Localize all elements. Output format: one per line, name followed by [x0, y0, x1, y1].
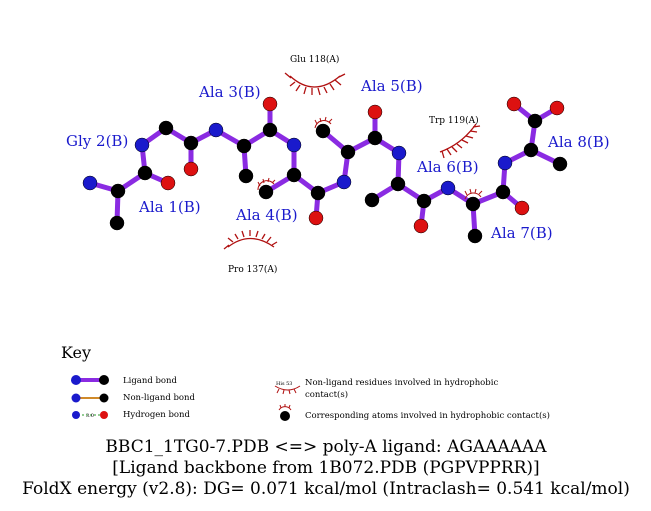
nitrogen-atom	[336, 174, 352, 190]
key-non-ligand-residues-line1: Non-ligand residues involved in hydropho…	[305, 378, 498, 388]
carbon-atom	[258, 184, 274, 200]
nitrogen-atom	[497, 155, 513, 171]
oxygen-atom	[514, 200, 530, 216]
nitrogen-atom	[72, 411, 80, 419]
label-ala6: Ala 6(B)	[416, 158, 479, 176]
carbon-atom	[183, 135, 199, 151]
carbon-atom	[158, 120, 174, 136]
atom-contact-marks	[257, 116, 483, 200]
carbon-atom	[552, 156, 568, 172]
carbon-atom	[467, 228, 483, 244]
oxygen-atom	[413, 218, 429, 234]
carbon-atom	[99, 375, 109, 385]
label-gly2: Gly 2(B)	[66, 132, 128, 150]
oxygen-atom	[506, 96, 522, 112]
carbon-atom	[236, 138, 252, 154]
hydrophobic-contact-pro137	[223, 230, 278, 250]
hydrophobic-contact-glu118	[284, 72, 346, 96]
key-non-ligand-bond-label: Non-ligand bond	[123, 393, 195, 403]
caption-line3: FoldX energy (v2.8): DG= 0.071 kcal/mol …	[22, 479, 630, 499]
carbon-atom	[262, 122, 278, 138]
carbon-atom	[238, 168, 254, 184]
key-hb-distance: 3.0	[86, 413, 94, 419]
nitrogen-atom	[208, 122, 224, 138]
key-example-residue: His 53	[276, 381, 292, 387]
carbon-atom	[527, 113, 543, 129]
label-ala1: Ala 1(B)	[138, 198, 201, 216]
nitrogen-atom	[440, 180, 456, 196]
carbon-atom	[109, 215, 125, 231]
nitrogen-atom	[71, 393, 81, 403]
ligand-atoms	[82, 96, 568, 244]
carbon-atom	[340, 144, 356, 160]
carbon-atom	[416, 193, 432, 209]
carbon-atom	[390, 176, 406, 192]
carbon-atom	[99, 393, 109, 403]
nitrogen-atom	[82, 175, 98, 191]
oxygen-atom	[160, 175, 176, 191]
carbon-atom	[495, 184, 511, 200]
label-glu118: Glu 118(A)	[290, 54, 339, 65]
oxygen-atom	[183, 161, 199, 177]
caption-line1: BBC1_1TG0-7.PDB <=> poly-A ligand: AGAAA…	[105, 437, 547, 457]
label-ala3: Ala 3(B)	[198, 83, 261, 101]
key-corresponding-atoms-label: Corresponding atoms involved in hydropho…	[305, 410, 550, 421]
carbon-atom	[364, 192, 380, 208]
nitrogen-atom	[286, 137, 302, 153]
key-non-ligand-residues-line2: contact(s)	[305, 389, 348, 400]
key-title: Key	[61, 343, 91, 362]
key-hydrogen-bond-label: Hydrogen bond	[123, 410, 191, 420]
caption-line2: [Ligand backbone from 1B072.PDB (PGPVPPR…	[112, 458, 539, 478]
label-ala5: Ala 5(B)	[360, 77, 423, 95]
oxygen-atom	[308, 210, 324, 226]
carbon-atom	[286, 167, 302, 183]
oxygen-atom	[100, 411, 108, 419]
oxygen-atom	[262, 96, 278, 112]
carbon-atom	[465, 196, 481, 212]
carbon-atom	[523, 142, 539, 158]
key-legend: Key Ligand bond Non-ligand bond 3.0 Hydr…	[61, 343, 550, 421]
carbon-atom	[367, 130, 383, 146]
carbon-atom	[280, 411, 290, 421]
label-pro137: Pro 137(A)	[228, 264, 277, 275]
carbon-atom	[137, 165, 153, 181]
key-hydrophobic-arc-icon	[274, 385, 301, 391]
carbon-atom	[315, 123, 331, 139]
label-trp119: Trp 119(A)	[429, 115, 479, 126]
carbon-atom	[310, 185, 326, 201]
label-ala7: Ala 7(B)	[490, 224, 553, 242]
nitrogen-atom	[134, 137, 150, 153]
atom-contact-arc	[314, 120, 332, 129]
carbon-atom	[110, 183, 126, 199]
oxygen-atom	[549, 100, 565, 116]
key-ligand-bond-label: Ligand bond	[123, 376, 178, 386]
atom-contact-arc	[464, 192, 482, 200]
oxygen-atom	[367, 104, 383, 120]
hydrophobic-contact-trp119	[439, 123, 481, 159]
nitrogen-atom	[71, 375, 81, 385]
label-ala8: Ala 8(B)	[547, 133, 610, 151]
label-ala4: Ala 4(B)	[235, 206, 298, 224]
nitrogen-atom	[391, 145, 407, 161]
